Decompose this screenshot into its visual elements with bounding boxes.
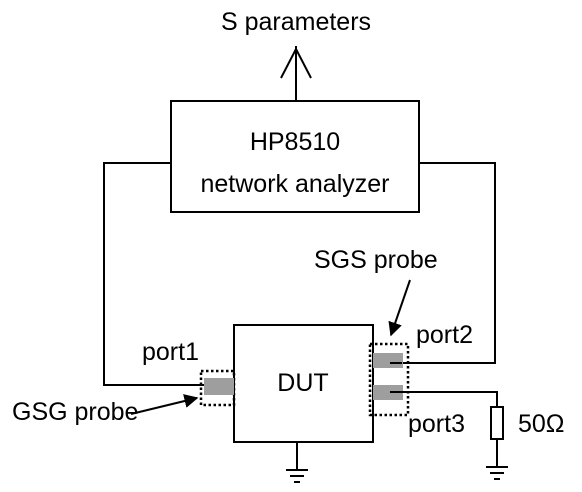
port3-wire (390, 391, 498, 407)
dut-ground-symbol (286, 442, 308, 483)
output-arrow (280, 46, 312, 100)
gsg-probe-arrow (130, 394, 199, 415)
gsg-probe-label: GSG probe (12, 398, 138, 426)
port1-probe-pad (204, 378, 234, 395)
port2-probe-pad (373, 353, 403, 368)
sgs-probe-outline (368, 342, 410, 417)
termination-resistor (490, 406, 504, 440)
port2-cable (402, 162, 496, 364)
analyzer-name: HP8510 (250, 128, 340, 156)
sgs-probe-label: SGS probe (314, 246, 438, 274)
port3-probe-pad (373, 385, 403, 400)
sgs-probe-arrow (388, 279, 411, 337)
port1-label: port1 (142, 338, 199, 366)
port2-label: port2 (416, 321, 473, 349)
s-parameters-label: S parameters (221, 8, 371, 36)
dut-label: DUT (277, 369, 328, 397)
dut-box (233, 324, 374, 443)
resistor-value-label: 50Ω (518, 410, 565, 438)
port3-label: port3 (408, 410, 465, 438)
analyzer-description: network analyzer (201, 170, 390, 198)
port1-cable (103, 162, 204, 386)
network-analyzer-box (170, 100, 420, 213)
termination-ground-symbol (486, 439, 508, 480)
